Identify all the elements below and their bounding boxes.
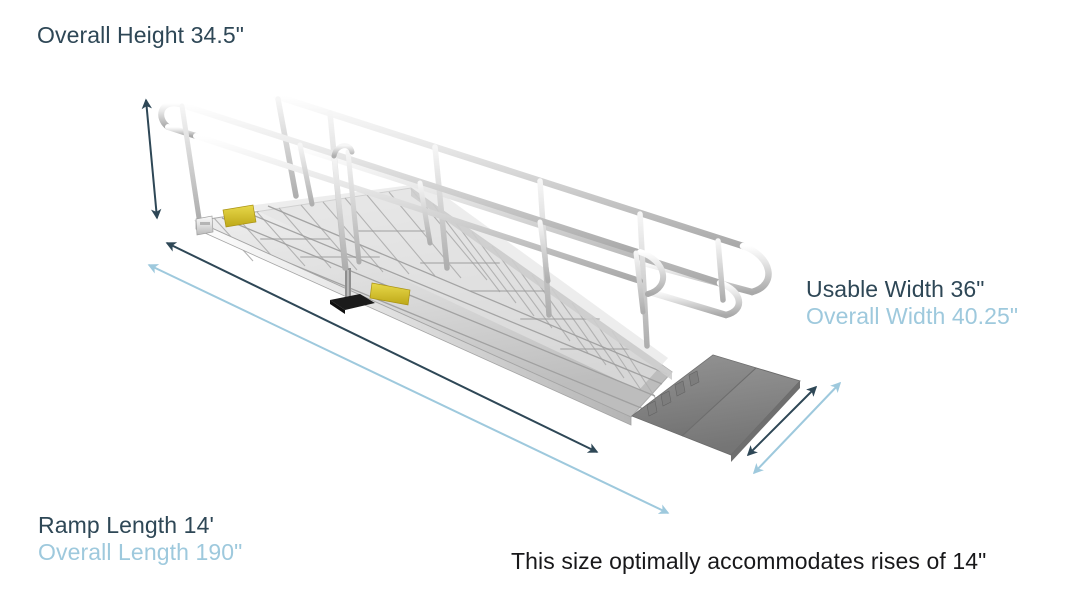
overall-width-arrow: [752, 381, 842, 475]
height-arrow: [141, 98, 162, 220]
ramp-length-arrow: [165, 242, 599, 453]
overall-width-label: Overall Width 40.25": [806, 303, 1019, 330]
width-label-group: Usable Width 36" Overall Width 40.25": [806, 276, 1018, 330]
length-label-group: Ramp Length 14' Overall Length 190": [38, 512, 242, 566]
overall-length-label: Overall Length 190": [38, 539, 243, 566]
ramp-length-label: Ramp Length 14': [38, 512, 214, 538]
overall-height-label: Overall Height 34.5": [37, 22, 245, 48]
overall-length-arrow: [147, 264, 670, 514]
platform-edge-bracket: [195, 215, 214, 236]
handrail-near: [272, 92, 772, 319]
usable-width-label: Usable Width 36": [806, 276, 985, 302]
rise-caption: This size optimally accommodates rises o…: [511, 548, 987, 574]
safety-strip-upper: [222, 204, 257, 228]
